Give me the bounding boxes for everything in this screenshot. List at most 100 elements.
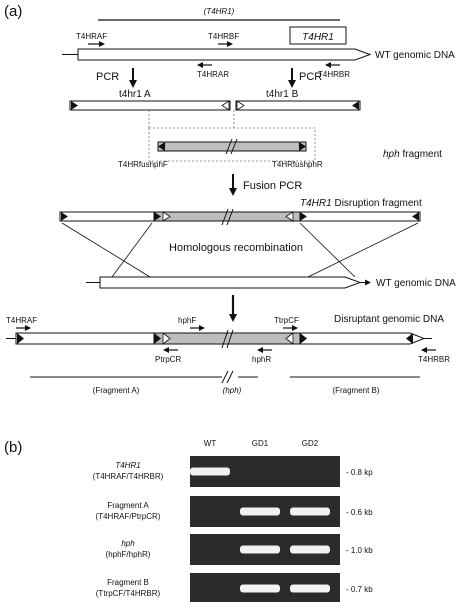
gel-band	[290, 584, 330, 593]
hph-marker-left	[158, 142, 165, 151]
hph-fragment-italic: hph	[383, 149, 400, 160]
bracket-break-left	[221, 370, 229, 384]
gel-band	[290, 545, 330, 554]
marker-a-left	[71, 101, 78, 110]
dis-break-right	[226, 208, 234, 226]
dis-break-left	[221, 208, 229, 226]
fragment-a-caption: (Fragment A)	[93, 386, 140, 395]
hph-primer-f-label: T4HRfushphF	[118, 160, 168, 169]
row-primers: (TtrpCF/T4HRBR)	[96, 589, 161, 598]
marker-b-right	[352, 101, 359, 110]
fragment-b-bar	[235, 100, 361, 111]
primer-t4hrar-label: T4HRAR	[197, 70, 229, 79]
homologous-label: Homologous recombination	[169, 242, 303, 254]
primer-t4hrbr-bottom-label: T4HRBR	[418, 355, 450, 364]
row-primers: (hphF/hphR)	[106, 550, 151, 559]
primer-t4hraf-top: T4HRAF	[76, 32, 107, 41]
primer-t4hraf-bottom: T4HRAF	[6, 316, 37, 325]
row-primers: (T4HRAF/PtrpCR)	[96, 512, 161, 521]
dd-break-left	[221, 329, 229, 349]
dd-marker-1	[17, 333, 24, 344]
dd-marker-5	[300, 333, 307, 344]
disruptant-label: Disruptant genomic DNA	[334, 314, 444, 325]
primer-t4hrbf-top: T4HRBF	[208, 32, 239, 41]
row-name: Fragment B	[107, 578, 149, 587]
hph-caption: (hph)	[223, 386, 242, 395]
primer-t4hrbr-top-label: T4HRBR	[318, 70, 350, 79]
gel-band	[190, 467, 230, 476]
lane-label: GD2	[302, 439, 319, 448]
fragment-a-label: t4hr1 A	[119, 89, 151, 100]
fragment-b-caption: (Fragment B)	[332, 386, 379, 395]
dis-marker-1	[61, 212, 68, 221]
bracket-break-right	[226, 370, 234, 384]
recombination-line-2	[111, 222, 153, 278]
break-right	[230, 138, 238, 155]
dd-break-right	[226, 329, 234, 349]
gel-band	[240, 545, 280, 554]
pcr-label-left: PCR	[96, 71, 119, 83]
disruption-italic: T4HR1	[300, 198, 332, 209]
row-name: hph	[121, 539, 135, 548]
row-primers: (T4HRAF/T4HRBR)	[93, 472, 164, 481]
wt-genomic-dna-arrow	[77, 48, 372, 61]
hph-primer-r-label: T4HRfushphR	[272, 160, 323, 169]
primer-hphf-label: hphF	[178, 316, 196, 325]
dis-marker-2	[154, 212, 161, 221]
disruption-left-flank	[59, 211, 155, 222]
gel-band	[240, 584, 280, 593]
dis-marker-5	[300, 212, 307, 221]
row-name: Fragment A	[107, 501, 149, 510]
disruption-hph	[153, 211, 301, 222]
row-size: - 0.7 kb	[346, 585, 373, 594]
gene-box-label: T4HR1	[302, 32, 334, 43]
hph-fragment-rest: fragment	[400, 149, 442, 160]
disruptant-hph	[153, 332, 301, 345]
panel-b-label: (b)	[4, 439, 22, 456]
wt-genomic-label-2: WT genomic DNA	[376, 278, 456, 289]
primer-ptrpcr-label: PtrpCR	[155, 355, 181, 364]
row-size: - 0.6 kb	[346, 508, 373, 517]
dis-marker-3	[162, 211, 171, 222]
lane-label: WT	[204, 439, 217, 448]
wt-genomic-dna-arrow-2	[99, 276, 362, 289]
disruptant-right	[299, 332, 426, 345]
dd-marker-3	[162, 332, 171, 345]
disruption-label: T4HR1 Disruption fragment	[300, 198, 422, 209]
dd-marker-2	[154, 333, 161, 344]
dis-marker-6	[412, 212, 419, 221]
disruptant-left	[15, 332, 155, 345]
fusion-pcr-label: Fusion PCR	[243, 180, 302, 192]
row-size: - 0.8 kp	[346, 468, 373, 477]
hph-dotted-box	[148, 127, 316, 162]
gel-band	[240, 507, 280, 516]
recombination-line-1	[61, 222, 151, 278]
hph-marker-right	[299, 142, 306, 151]
disruption-rest: Disruption fragment	[332, 198, 422, 209]
wt-genomic-label: WT genomic DNA	[375, 50, 455, 61]
dd-marker-4	[285, 332, 294, 345]
break-left	[225, 138, 233, 155]
gel-band	[290, 507, 330, 516]
row-size: - 1.0 kb	[346, 546, 373, 555]
fragment-a-bar	[69, 100, 231, 111]
fragment-b-label: t4hr1 B	[266, 89, 299, 100]
primer-hphr-label: hphR	[252, 355, 271, 364]
recombination-line-4	[307, 222, 419, 278]
gene-span-label: (T4HR1)	[204, 7, 235, 16]
hph-fragment-label: hph fragment	[383, 149, 442, 160]
marker-a-right	[221, 100, 230, 111]
lane-label: GD1	[252, 439, 269, 448]
row-name: T4HR1	[115, 461, 140, 470]
pcr-label-right: PCR	[299, 71, 322, 83]
hph-fragment-bar	[157, 141, 307, 152]
dis-marker-4	[285, 211, 294, 222]
marker-b-left	[236, 100, 245, 111]
panel-a-label: (a)	[4, 3, 22, 20]
gene-box	[289, 26, 347, 45]
primer-ttrpcf-label: TtrpCF	[274, 316, 299, 325]
dd-marker-6	[406, 333, 413, 344]
